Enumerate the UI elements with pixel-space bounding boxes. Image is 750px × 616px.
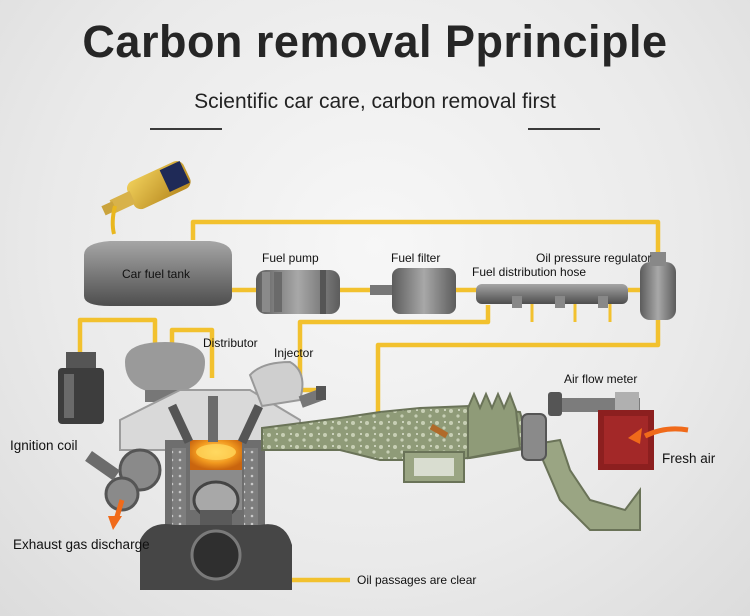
label-distributor: Distributor xyxy=(203,336,258,350)
label-fuel-distribution-hose: Fuel distribution hose xyxy=(472,265,587,279)
label-oil-passages: Oil passages are clear xyxy=(357,573,477,587)
label-car-fuel-tank: Car fuel tank xyxy=(122,267,191,281)
page-subtitle: Scientific car care, carbon removal firs… xyxy=(194,90,556,113)
label-fuel-filter: Fuel filter xyxy=(391,251,441,265)
fuel-line-rail-injector xyxy=(297,305,491,393)
ignition-wire-distributor xyxy=(169,327,215,378)
label-exhaust-gas-discharge: Exhaust gas discharge xyxy=(13,537,150,552)
label-fuel-pump: Fuel pump xyxy=(262,251,319,265)
label-oil-pressure-regulator: Oil pressure regulator xyxy=(536,251,652,265)
fuel-return-line xyxy=(190,219,661,260)
rail-nozzles xyxy=(530,302,612,322)
car-fuel-tank xyxy=(84,241,232,306)
exhaust-arrow xyxy=(108,499,125,530)
fuel-line-regulator-down xyxy=(375,320,661,412)
ignition-coil xyxy=(58,352,104,424)
air-box xyxy=(598,410,654,470)
ignition-wire-coil xyxy=(77,317,158,352)
engine xyxy=(119,360,304,590)
exhaust-manifold xyxy=(85,448,162,512)
fuel-filter xyxy=(370,268,456,314)
label-fresh-air: Fresh air xyxy=(662,451,716,466)
fresh-air-arrow xyxy=(628,426,689,444)
throttle-body xyxy=(521,413,547,461)
injector xyxy=(298,386,326,408)
additive-drip xyxy=(110,205,117,235)
subtitle-rule-left xyxy=(150,128,222,130)
fuel-pump xyxy=(256,270,340,314)
oil-pressure-regulator xyxy=(640,252,676,320)
label-ignition-coil: Ignition coil xyxy=(10,438,78,453)
intake-manifold xyxy=(261,391,641,531)
fuel-distribution-rail xyxy=(476,284,628,308)
page-title: Carbon removal Pprinciple xyxy=(82,16,668,67)
label-injector: Injector xyxy=(274,346,314,360)
label-air-flow-meter: Air flow meter xyxy=(564,372,638,386)
air-flow-meter xyxy=(548,392,640,416)
subtitle-rule-right xyxy=(528,128,600,130)
